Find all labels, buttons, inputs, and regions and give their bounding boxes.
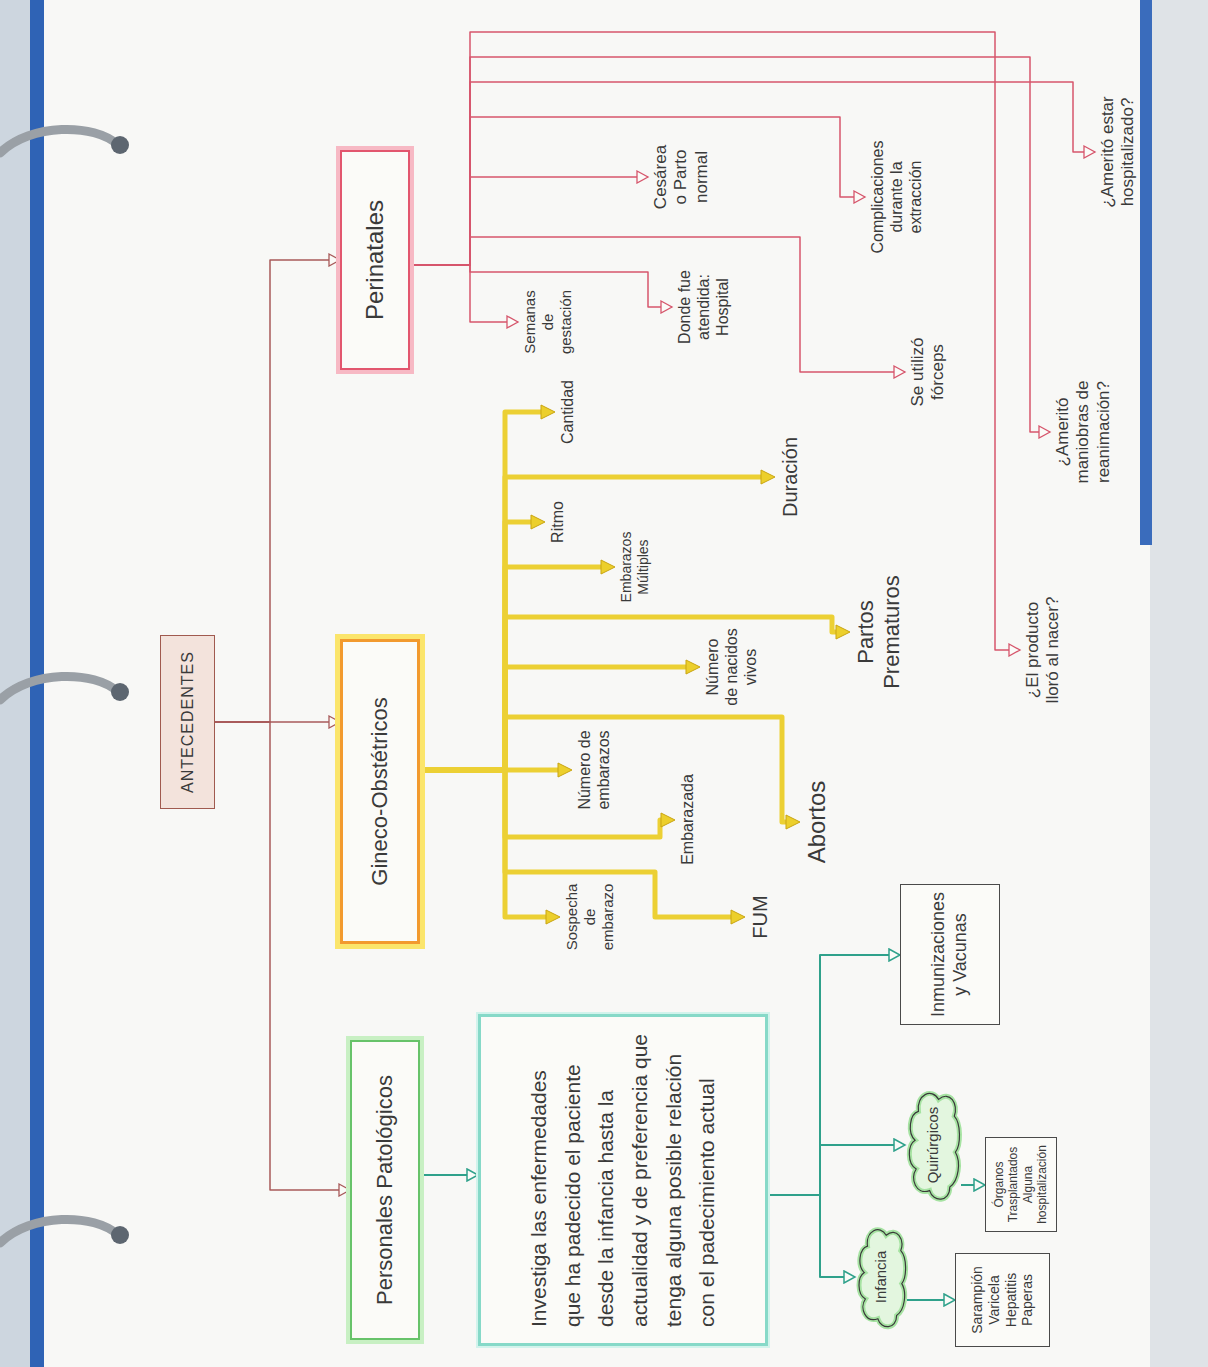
item-text: Cesárea o Parto normal <box>648 138 715 216</box>
item-text: Partos Prematuros <box>850 566 909 698</box>
item-text: Sospecha de embarazo <box>560 880 620 954</box>
connector-arrow <box>215 260 340 722</box>
connector-arrow <box>410 57 1050 432</box>
item-text: Complicaciones durante la extracción <box>865 134 929 260</box>
connector-arrow <box>420 770 550 917</box>
node-text: Donde fue atendida: Hospital <box>675 263 733 351</box>
node-text: Investiga las enfermedades que ha padeci… <box>522 1033 724 1327</box>
connector-arrow <box>410 265 518 322</box>
node-text: Gineco-Obstétricos <box>367 697 393 885</box>
node-text: ANTECEDENTES <box>178 651 197 793</box>
node-text: Órganos Trasplantados Alguna hospitaliza… <box>992 1144 1050 1225</box>
connector-arrow <box>410 177 648 265</box>
connector-arrow <box>420 477 765 770</box>
connector-arrow <box>420 1174 478 1176</box>
category-box: Personales Patológicos <box>350 1040 420 1340</box>
item-text: Ritmo <box>545 497 570 547</box>
node-text: Se utilizó fórceps <box>908 328 949 416</box>
item-text: Duración <box>775 432 805 522</box>
connector-arrow <box>215 722 350 1190</box>
description-box: Investiga las enfermedades que ha padeci… <box>478 1014 768 1346</box>
node-text: Número de embarazos <box>575 728 613 812</box>
category-box: Perinatales <box>340 150 410 370</box>
item-text: Semanas de gestación <box>518 285 578 359</box>
node-text: Sospecha de embarazo <box>563 882 617 952</box>
item-text: Embarazada <box>675 767 700 872</box>
node-text: Cantidad <box>558 380 577 444</box>
connector-arrow <box>410 265 672 307</box>
item-box: Inmunizaciones y Vacunas <box>900 884 1000 1025</box>
item-text: Embarazos Múltiples <box>615 527 655 607</box>
node-text: Número de nacidos vivos <box>703 628 761 706</box>
connector-arrow <box>420 617 840 770</box>
category-box: Gineco-Obstétricos <box>340 639 420 944</box>
item-text: ¿Ameritó estar hospitalizado? <box>1095 92 1142 212</box>
node-text: Embarazos Múltiples <box>618 529 652 605</box>
node-text: ¿Ameritó maniobras de reanimación? <box>1053 377 1114 487</box>
node-text: ¿El producto lloró al nacer? <box>1023 596 1064 704</box>
node-text: Cesárea o Parto normal <box>651 140 712 214</box>
punch-hole <box>111 136 129 154</box>
connector-arrow <box>420 770 665 837</box>
binder-ring <box>0 129 118 153</box>
item-text: Cantidad <box>555 372 580 452</box>
connector-arrow <box>420 667 690 770</box>
node-text: Inmunizaciones y Vacunas <box>928 891 971 1018</box>
node-text: Ritmo <box>548 501 567 543</box>
node-text: Embarazada <box>678 774 697 865</box>
connector-arrow <box>961 1184 985 1186</box>
cloud-line <box>859 1230 906 1327</box>
item-text: Donde fue atendida: Hospital <box>672 261 736 353</box>
binder-tab <box>1140 0 1152 545</box>
cloud-node: Quirúrgicos <box>905 1085 961 1205</box>
node-text: Personales Patológicos <box>372 1075 398 1305</box>
connector-arrow <box>410 32 1020 650</box>
binder-ring <box>0 676 118 700</box>
cloud-line <box>909 1093 959 1199</box>
node-text: FUM <box>748 895 772 938</box>
node-text: ¿Ameritó estar hospitalizado? <box>1098 94 1139 210</box>
connector-arrow <box>768 1195 855 1277</box>
item-text: Número de embarazos <box>572 726 616 814</box>
connector-arrow <box>907 1299 955 1301</box>
item-text: FUM <box>745 892 775 942</box>
node-text: Abortos <box>803 781 832 864</box>
node-text: Complicaciones durante la extracción <box>868 136 926 258</box>
connector-arrow <box>420 412 545 770</box>
node-text: Partos Prematuros <box>853 568 906 696</box>
binder-ring <box>0 1219 118 1243</box>
connector-arrow <box>410 82 1095 265</box>
item-text: ¿Ameritó maniobras de reanimación? <box>1050 375 1117 489</box>
item-text: Se utilizó fórceps <box>905 326 952 418</box>
connector-arrow <box>768 955 900 1195</box>
connector-arrow <box>410 117 865 265</box>
node-text: Semanas de gestación <box>521 287 575 357</box>
node-text: Duración <box>778 437 802 517</box>
cloud-highlight <box>859 1230 906 1327</box>
connector-arrow <box>420 522 535 770</box>
node-text: Perinatales <box>361 200 390 320</box>
node-text: Quirúrgicos <box>924 1107 942 1184</box>
item-box: Órganos Trasplantados Alguna hospitaliza… <box>985 1137 1057 1232</box>
punch-hole <box>111 683 129 701</box>
node-text: Infancia <box>872 1251 890 1304</box>
paper-sheet <box>44 0 1150 1367</box>
item-text: Abortos <box>800 767 835 877</box>
connector-arrow <box>768 1145 905 1195</box>
connector-arrow <box>410 237 905 372</box>
item-box: Sarampión Varicela Hepatitis Paperas <box>955 1253 1050 1347</box>
item-text: Número de nacidos vivos <box>700 626 764 708</box>
item-text: ¿El producto lloró al nacer? <box>1020 594 1067 706</box>
cloud-node: Infancia <box>855 1222 907 1332</box>
root-box: ANTECEDENTES <box>160 635 215 809</box>
punch-hole <box>111 1226 129 1244</box>
node-text: Sarampión Varicela Hepatitis Paperas <box>969 1260 1036 1340</box>
cloud-highlight <box>909 1093 959 1199</box>
